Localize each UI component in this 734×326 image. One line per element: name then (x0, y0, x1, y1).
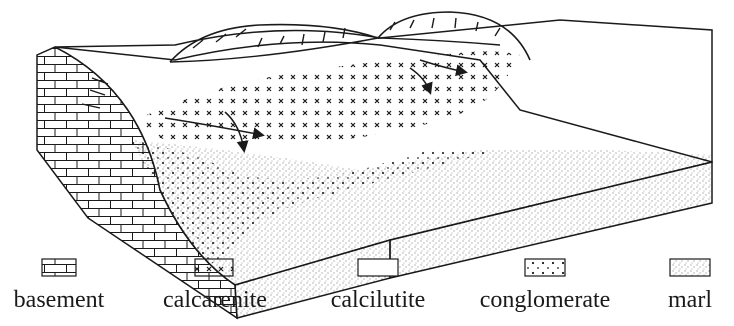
legend-item-basement: basement (14, 259, 105, 313)
legend-label-calcarenite: calcarenite (163, 287, 267, 313)
legend-label-conglomerate: conglomerate (480, 287, 611, 313)
legend-swatch-conglomerate (525, 259, 565, 276)
calcarenite-slope (140, 51, 520, 146)
legend: basement calcarenite calcilutite conglom… (14, 259, 713, 313)
legend-label-basement: basement (14, 287, 105, 313)
legend-swatch-basement (42, 259, 76, 276)
legend-swatch-calcarenite (195, 259, 233, 276)
legend-label-calcilutite: calcilutite (331, 287, 426, 313)
legend-item-conglomerate: conglomerate (480, 259, 611, 313)
legend-item-marl: marl (668, 259, 712, 313)
legend-swatch-calcilutite (358, 259, 398, 276)
legend-label-marl: marl (668, 287, 712, 313)
legend-swatch-marl (670, 259, 710, 276)
